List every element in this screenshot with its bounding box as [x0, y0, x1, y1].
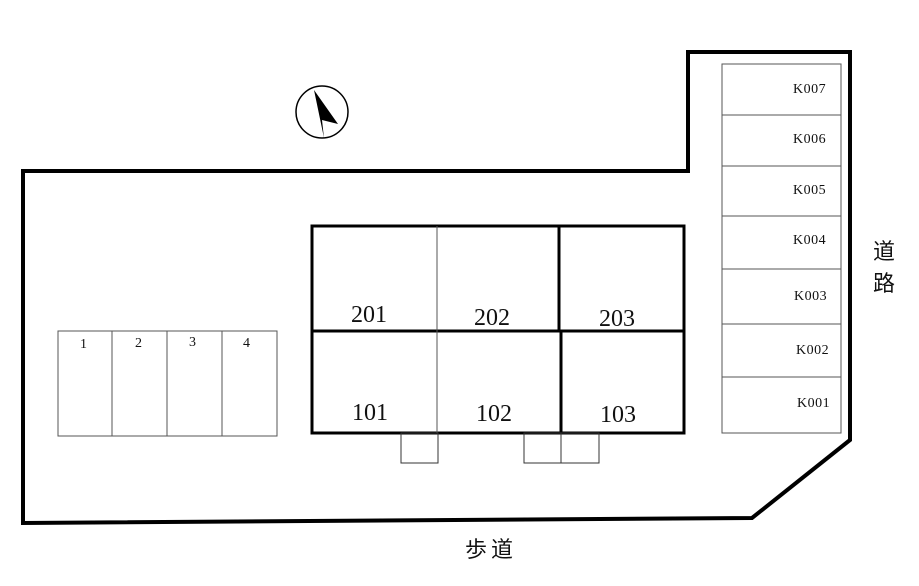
- parking-label-k003: K003: [794, 289, 828, 304]
- building: [310, 224, 686, 435]
- north-arrow-icon: [295, 85, 349, 139]
- entrance-steps: [400, 432, 600, 464]
- parking-label-1: 1: [80, 337, 87, 352]
- property-boundary: [21, 50, 852, 526]
- unit-label-102: 102: [476, 401, 512, 427]
- unit-label-202: 202: [474, 305, 510, 331]
- parking-label-3: 3: [189, 335, 196, 350]
- unit-label-203: 203: [599, 306, 635, 332]
- unit-label-201: 201: [351, 302, 387, 328]
- unit-label-103: 103: [600, 402, 636, 428]
- parking-label-k002: K002: [796, 343, 830, 358]
- parking-label-k006: K006: [793, 132, 827, 147]
- road-label-char-2: 路: [873, 272, 896, 297]
- parking-label-k001: K001: [797, 396, 831, 411]
- parking-label-2: 2: [135, 336, 142, 351]
- parking-label-k005: K005: [793, 183, 827, 198]
- unit-label-101: 101: [352, 400, 388, 426]
- parking-label-k007: K007: [793, 82, 827, 97]
- parking-column-right: [721, 63, 842, 434]
- road-label-char-1: 道: [873, 240, 896, 265]
- parking-row-left: [57, 330, 278, 437]
- parking-label-k004: K004: [793, 233, 827, 248]
- parking-label-4: 4: [243, 336, 250, 351]
- sidewalk-label: 歩道: [465, 538, 518, 563]
